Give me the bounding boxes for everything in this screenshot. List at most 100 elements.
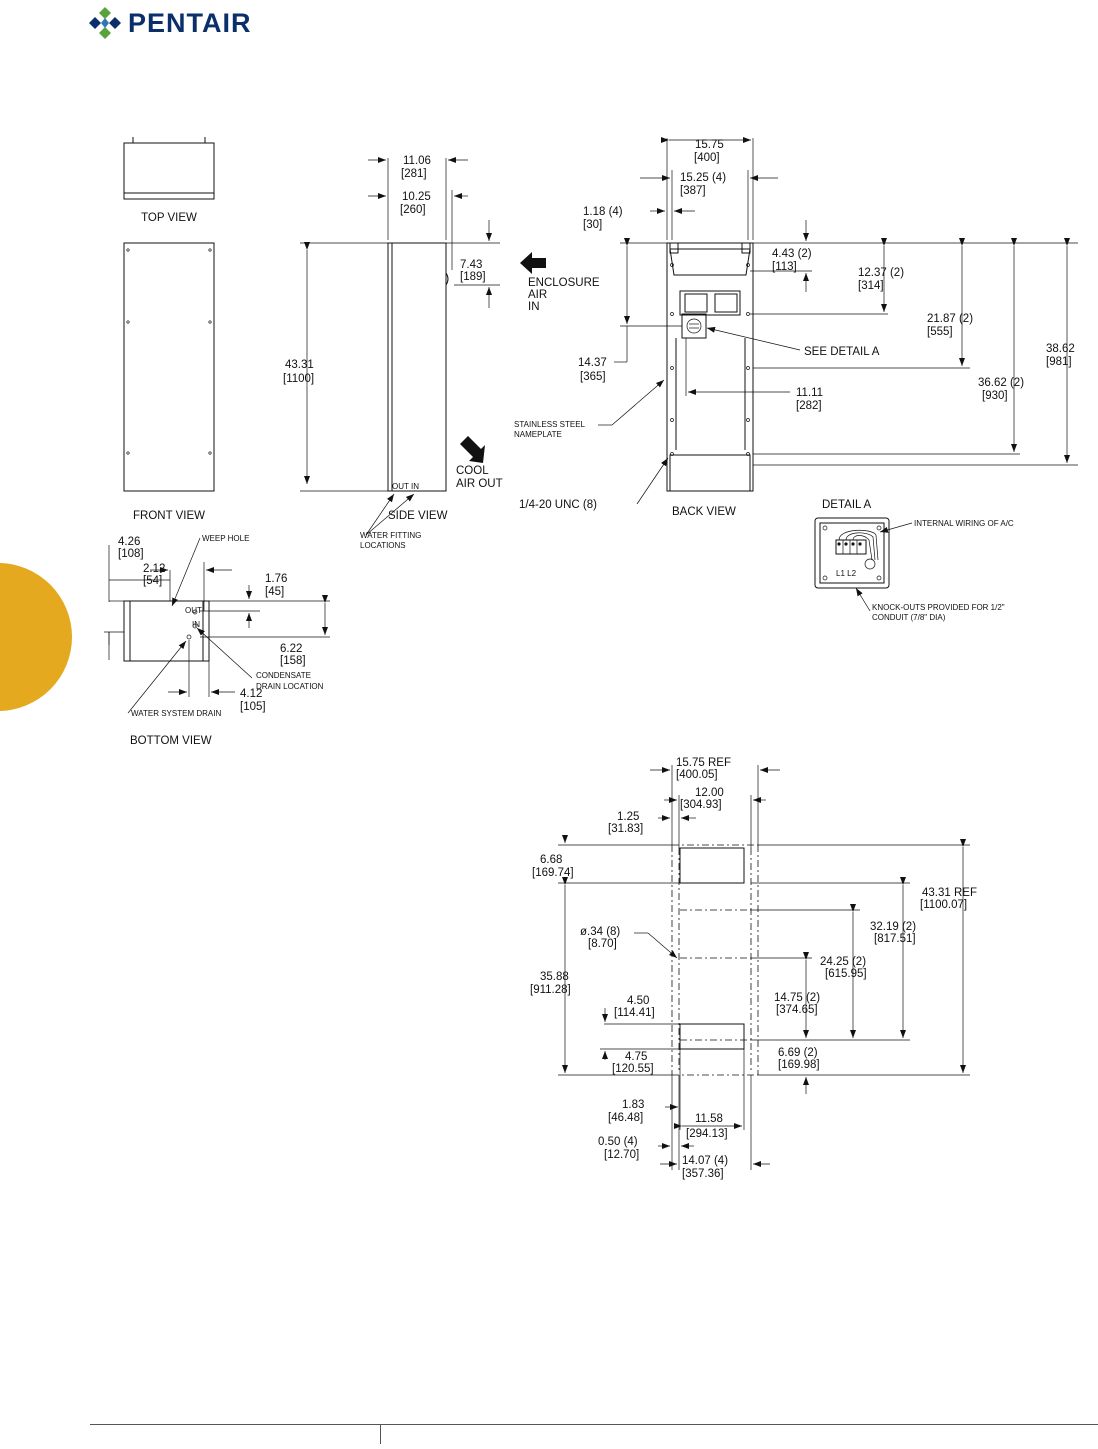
- brand-name: PENTAIR: [128, 7, 252, 38]
- back-view-w3-label: 1.18 (4): [583, 206, 623, 218]
- back-view-h3-label: 21.87 (2): [927, 313, 973, 325]
- bottom-view-a-label: 4.26: [118, 536, 140, 548]
- back-view-unc-label: 1/4-20 UNC (8): [519, 499, 597, 511]
- back-view-h5-label: 38.62: [1046, 343, 1075, 355]
- detail-a-internal-wiring-label: INTERNAL WIRING OF A/C: [914, 519, 1014, 528]
- pentair-diamond-icon: [89, 7, 121, 39]
- footer-rule: [90, 1424, 1098, 1425]
- views-bottom-label: BOTTOM VIEW: [130, 735, 212, 747]
- cutout-cm-label: [31.83]: [608, 823, 643, 835]
- cutout-m-label: 6.69 (2): [778, 1047, 818, 1059]
- cutout-q-label: 14.07 (4): [682, 1155, 728, 1167]
- pentair-logo: PENTAIR: [88, 4, 252, 42]
- side-view-d1m-label: [281]: [401, 168, 427, 180]
- bottom-view-water-drain-label: WATER SYSTEM DRAIN: [131, 709, 221, 718]
- side-view-d4m-label: [1100]: [283, 373, 314, 385]
- cutout-c-label: 1.25: [617, 811, 639, 823]
- cutout-gm-label: [8.70]: [588, 938, 617, 950]
- mounting-cutout: 15.75 REF [400.05] 12.00 [304.93] 1.25 […: [530, 757, 977, 1180]
- bottom-view-e-label: 4.12: [240, 688, 262, 700]
- side-view-cool-air-out-1-label: AIR OUT: [456, 478, 503, 490]
- back-view-h4m-label: [930]: [982, 390, 1008, 402]
- bottom-view-in-label: IN: [192, 620, 200, 629]
- back-view-h5m-label: [981]: [1046, 356, 1072, 368]
- bottom-view-weep-hole-label: WEEP HOLE: [202, 534, 249, 543]
- cutout-e-label: 43.31 REF: [922, 887, 977, 899]
- cutout-o-label: 11.58: [695, 1113, 723, 1125]
- side-view-d3m-label: [189]: [460, 271, 486, 283]
- bottom-view-d-label: 6.22: [280, 643, 302, 655]
- back-view-w3m-label: [30]: [583, 219, 602, 231]
- cutout-mm-label: [169.98]: [778, 1059, 820, 1071]
- bottom-view-dm-label: [158]: [280, 655, 306, 667]
- bottom-view-em-label: [105]: [240, 701, 266, 713]
- side-view-d2-label: 10.25: [402, 191, 431, 203]
- cutout-a-label: 15.75 REF: [676, 757, 731, 769]
- cutout-bm-label: [304.93]: [680, 799, 722, 811]
- back-view-h1-label: 4.43 (2): [772, 248, 812, 260]
- cutout-em-label: [1100.07]: [920, 899, 967, 911]
- back-view-w2-label: 15.25 (4): [680, 172, 726, 184]
- cutout-k-label: 14.75 (2): [774, 992, 820, 1004]
- top-view-label: TOP VIEW: [141, 212, 197, 224]
- back-view-h1m-label: [113]: [772, 261, 797, 273]
- cutout-f-label: 32.19 (2): [870, 921, 916, 933]
- front-view-label: FRONT VIEW: [133, 510, 205, 522]
- cutout-j-label: 4.50: [627, 995, 649, 1007]
- bottom-view-bm-label: [54]: [143, 575, 162, 587]
- side-view: OUT IN 43.31 [1100] 11.06 [281] 10.25 [2…: [283, 155, 600, 550]
- cutout-qm-label: [357.36]: [682, 1168, 724, 1180]
- side-view-cool-air-out-0-label: COOL: [456, 465, 489, 477]
- back-view-w1m-label: [400]: [694, 152, 720, 164]
- bottom-view: OUT IN 4.26 [108] 2.12 [54] WEEP HOLE 1.…: [104, 534, 330, 747]
- side-view-d3-label: 7.43: [460, 259, 482, 271]
- back-view-h4-label: 36.62 (2): [978, 377, 1024, 389]
- cutout-pm-label: [12.70]: [604, 1149, 639, 1161]
- back-view-h2-label: 12.37 (2): [858, 267, 904, 279]
- side-view-water-fitting-0-label: WATER FITTING: [360, 531, 421, 540]
- side-view-out-in-label: OUT IN: [392, 482, 419, 491]
- cutout-lm-label: [120.55]: [612, 1063, 654, 1075]
- cutout-n-label: 1.83: [622, 1099, 644, 1111]
- top-view: TOP VIEW: [123, 137, 215, 224]
- back-view-h6m-label: [365]: [580, 371, 606, 383]
- back-view-nameplate-1-label: NAMEPLATE: [514, 430, 562, 439]
- bottom-view-b-label: 2.12: [143, 563, 165, 575]
- views-back-label: BACK VIEW: [672, 506, 736, 518]
- cutout-om-label: [294.13]: [686, 1128, 728, 1140]
- side-view-d1-label: 11.06: [403, 155, 431, 167]
- side-view-enclosure-air-in-1-label: AIR: [528, 289, 547, 301]
- bottom-view-out-label: OUT: [185, 606, 202, 615]
- detail-a-knockouts-1-label: CONDUIT (7/8" DIA): [872, 613, 946, 622]
- front-view: FRONT VIEW: [123, 242, 215, 522]
- cutout-hm-label: [615.95]: [825, 968, 867, 980]
- cutout-h-label: 24.25 (2): [820, 956, 866, 968]
- bottom-view-cm-label: [45]: [265, 586, 284, 598]
- cutout-km-label: [374.65]: [776, 1004, 818, 1016]
- back-view-w1-label: 15.75: [695, 139, 724, 151]
- side-view-d4-label: 43.31: [285, 359, 314, 371]
- footer-divider: [380, 1424, 381, 1444]
- back-view: 15.75 [400] 15.25 (4) [387] 1.18 (4) [30…: [514, 137, 1078, 518]
- back-view-w4m-label: [282]: [796, 400, 822, 412]
- back-view-nameplate-0-label: STAINLESS STEEL: [514, 420, 586, 429]
- cutout-im-label: [911.28]: [530, 984, 571, 996]
- detail-a-knockouts-0-label: KNOCK-OUTS PROVIDED FOR 1/2": [872, 603, 1005, 612]
- back-view-h2m-label: [314]: [858, 280, 884, 292]
- back-view-h6-label: 14.37: [578, 357, 607, 369]
- cutout-am-label: [400.05]: [676, 769, 718, 781]
- bottom-view-condensate-0-label: CONDENSATE: [256, 671, 311, 680]
- bottom-view-am-label: [108]: [118, 548, 144, 560]
- cutout-d-label: 6.68: [540, 854, 562, 866]
- cutout-i-label: 35.88: [540, 971, 569, 983]
- cutout-fm-label: [817.51]: [874, 933, 916, 945]
- detail-a-terminals-label: L1 L2: [836, 569, 857, 578]
- back-view-see-detail-label: SEE DETAIL A: [804, 346, 880, 358]
- cutout-dm-label: [169.74]: [532, 867, 574, 879]
- side-view-d2m-label: [260]: [400, 204, 426, 216]
- cutout-p-label: 0.50 (4): [598, 1136, 638, 1148]
- bottom-view-c-label: 1.76: [265, 573, 287, 585]
- views-side-label: SIDE VIEW: [388, 510, 448, 522]
- side-view-enclosure-air-in-2-label: IN: [528, 301, 540, 313]
